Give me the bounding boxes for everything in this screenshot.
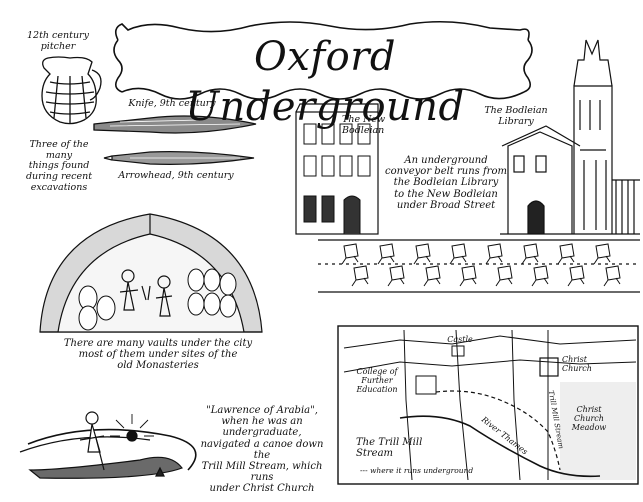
- conveyor-tunnel: [318, 239, 640, 293]
- map-drawing: [337, 325, 639, 485]
- conveyor-box: [459, 265, 477, 287]
- conveyor-box: [413, 243, 431, 265]
- bodleian-library-drawing: [500, 39, 640, 235]
- conveyor-box: [387, 265, 405, 287]
- vault-drawing: [39, 213, 263, 333]
- conveyor-box: [449, 243, 467, 265]
- conveyor-box: [377, 243, 395, 265]
- lawrence-caption: "Lawrence of Arabia",when he was an unde…: [200, 405, 324, 495]
- arrowhead-drawing: [103, 151, 255, 165]
- arrowhead-label: Arrowhead, 9th century: [118, 170, 234, 181]
- map-legend: --- where it runs underground: [360, 466, 474, 475]
- new-bodleian-drawing: [295, 103, 379, 235]
- pitcher-drawing: [41, 56, 102, 125]
- conveyor-box: [567, 265, 585, 287]
- conveyor-box: [351, 265, 369, 287]
- map-label-castle: Castle: [447, 335, 473, 344]
- knife-label: Knife, 9th century: [128, 98, 216, 109]
- conveyor-box: [423, 265, 441, 287]
- conveyor-box: [531, 265, 549, 287]
- conveyor-box: [521, 243, 539, 265]
- conveyor-box: [603, 265, 621, 287]
- page-title: Oxford Underground: [185, 34, 465, 130]
- conveyor-boxes: [341, 243, 621, 287]
- conveyor-box: [557, 243, 575, 265]
- conveyor-box: [495, 265, 513, 287]
- canoe-drawing: [19, 411, 197, 479]
- knife-drawing: [93, 115, 257, 134]
- conveyor-box: [485, 243, 503, 265]
- title-banner: [113, 20, 533, 100]
- conveyor-box: [341, 243, 359, 265]
- conveyor-box: [593, 243, 611, 265]
